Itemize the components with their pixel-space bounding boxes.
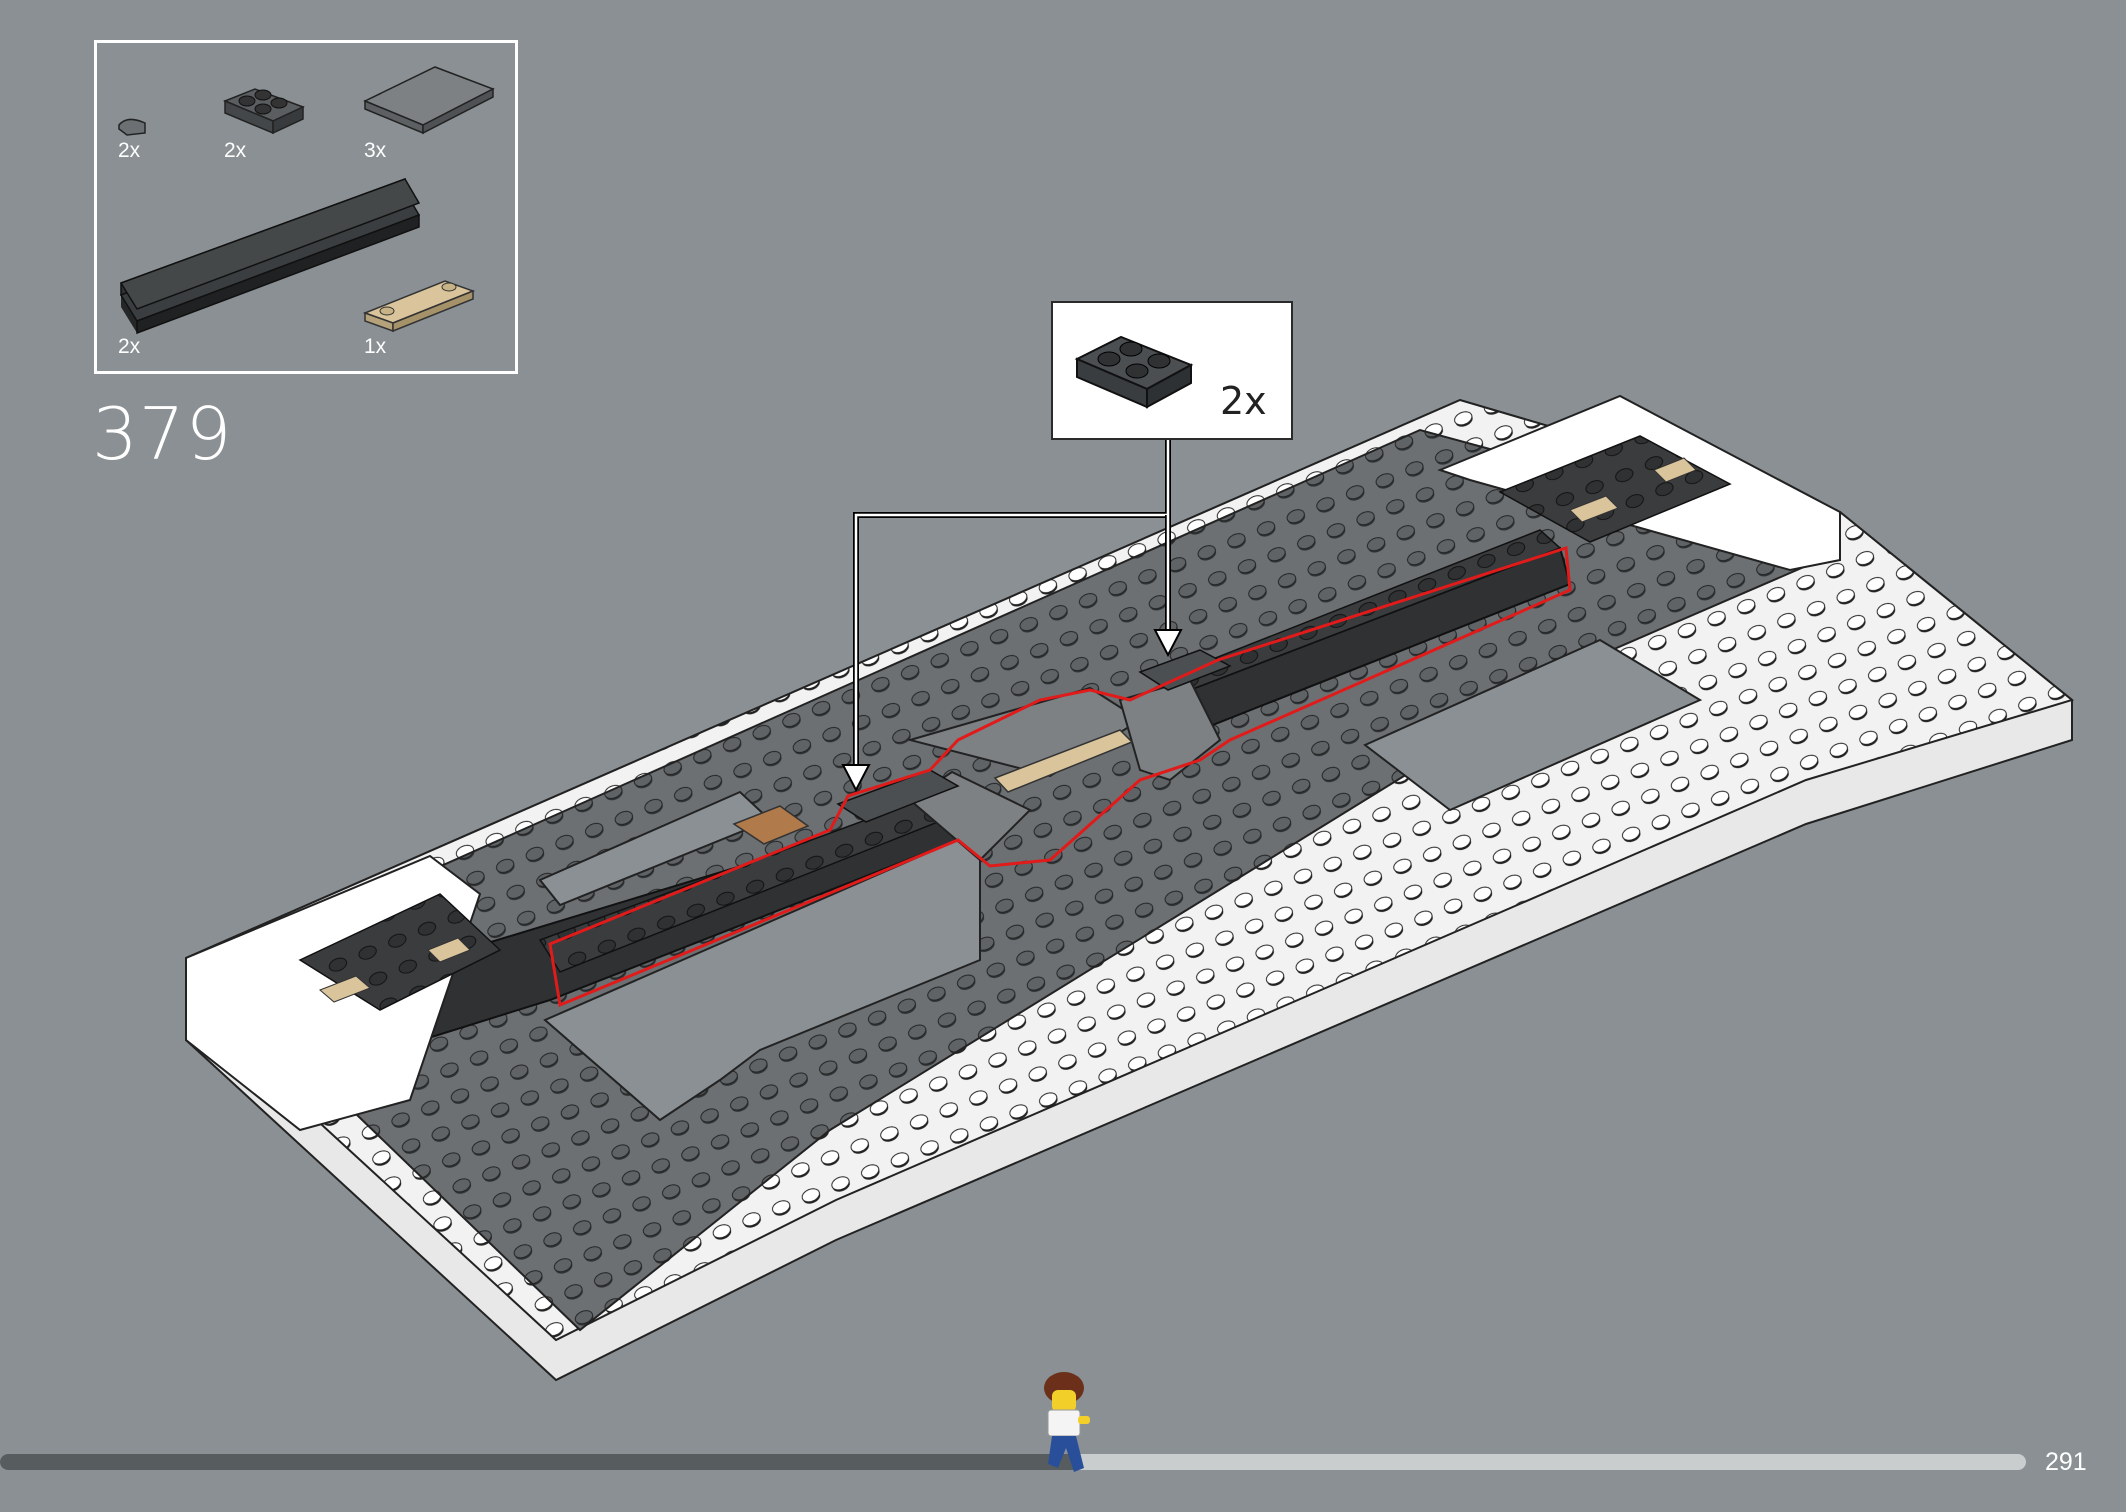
part-tile-2x6-icon bbox=[363, 66, 495, 135]
dark-gray-plates-new bbox=[836, 649, 1232, 823]
minifigure-runner-icon bbox=[1044, 1372, 1090, 1472]
page-number: 291 bbox=[2045, 1448, 2087, 1476]
progress-fill bbox=[0, 1454, 1074, 1470]
part-qty-brick-1x12: 2x bbox=[118, 335, 141, 358]
gray-tiles-center bbox=[906, 678, 1222, 862]
corner-blocks bbox=[185, 394, 1841, 1132]
callout-plate-2x2-icon bbox=[1074, 335, 1194, 409]
parts-list-box: 2x 2x 3x 2x 1x bbox=[94, 40, 518, 374]
part-qty-plate-tan: 1x bbox=[364, 335, 387, 358]
part-qty-quarter-tile: 2x bbox=[118, 139, 141, 162]
part-qty-tile-2x6: 3x bbox=[364, 139, 387, 162]
callout-arrows bbox=[841, 440, 1183, 793]
brown-brick bbox=[732, 805, 810, 845]
part-quarter-tile-icon bbox=[118, 118, 146, 136]
callout-box: 2x bbox=[1051, 301, 1293, 440]
part-plate-1x4-tan-icon bbox=[362, 280, 476, 333]
baseplate-openings bbox=[538, 638, 1703, 1122]
callout-qty: 2x bbox=[1220, 379, 1267, 423]
parts-list-illustrations bbox=[118, 66, 495, 335]
part-qty-plate-2x2: 2x bbox=[224, 139, 247, 162]
step-number: 379 bbox=[92, 392, 233, 476]
highlight-outline bbox=[548, 546, 1572, 1008]
progress-track bbox=[0, 1454, 2026, 1470]
part-brick-1x12-icon bbox=[119, 177, 421, 335]
part-plate-2x2-icon bbox=[223, 88, 305, 135]
